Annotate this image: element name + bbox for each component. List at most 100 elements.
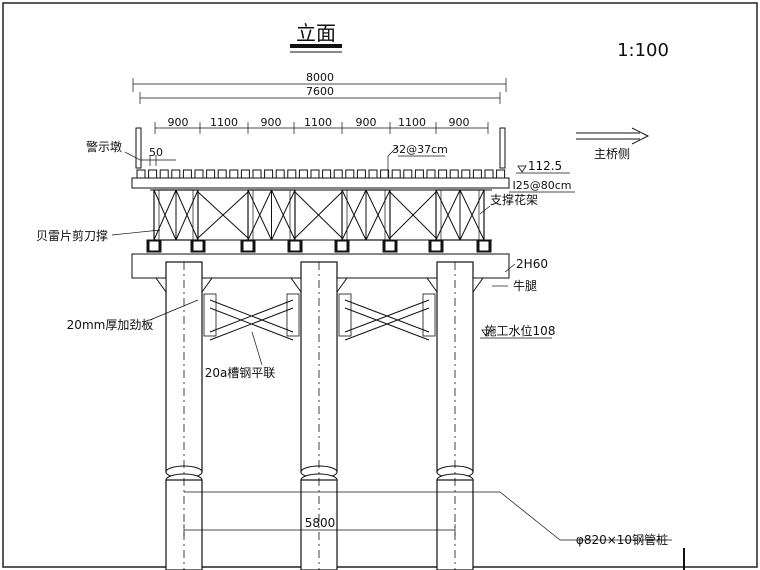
stiffener-plate: [203, 293, 217, 337]
span-dimensions: 900 1100 900 1100 900 1100 900: [154, 116, 489, 134]
channel-diagonal: [344, 299, 430, 333]
deck-beam: [496, 169, 506, 179]
deck-beam: [333, 169, 343, 179]
scissor-brace: [197, 191, 249, 239]
water-level-label: 施工水位108: [485, 323, 556, 338]
bearing-plate: [193, 241, 203, 251]
bearing-plate: [479, 241, 489, 251]
truss-diagonal: [341, 189, 367, 241]
bearing-plate: [385, 241, 395, 251]
deck-beam: [368, 169, 378, 179]
deck-beam: [206, 169, 216, 179]
truss-diagonal: [271, 189, 296, 241]
bearings: [146, 239, 492, 253]
channel-diagonal: [209, 307, 294, 341]
deck-beam: [217, 169, 227, 179]
deck-beam: [438, 169, 448, 179]
deck-beam: [484, 169, 494, 179]
deck-beam: [136, 169, 146, 179]
bracket: [155, 277, 167, 294]
span-dim-4: 1100: [304, 116, 332, 129]
truss-diagonal: [365, 189, 391, 241]
bearing-plate: [243, 241, 253, 251]
deck-beam: [414, 169, 424, 179]
deck-level-label: 112.5: [528, 159, 562, 173]
deck-beam: [171, 169, 181, 179]
i-beam-label: I25@80cm: [512, 179, 571, 192]
bearing-plate: [337, 241, 347, 251]
deck-beam: [252, 169, 262, 179]
warning-pier-left: [135, 127, 142, 169]
channel-diagonal: [344, 307, 430, 341]
truss-diagonal: [175, 189, 199, 241]
overall-dimension: 8000: [132, 71, 507, 92]
bailey-brace-label: 贝雷片剪刀撑: [36, 228, 108, 243]
deck-beam: [322, 169, 332, 179]
deck-beam: [449, 169, 459, 179]
offset-dim-label: 50: [149, 146, 163, 159]
scissor-brace: [294, 191, 343, 239]
drawing-title: 立面: [296, 21, 336, 45]
deck-beam: [391, 169, 401, 179]
water-level-mark: [480, 329, 552, 339]
scissor-brace: [389, 191, 437, 239]
deck-beam: [380, 169, 390, 179]
inner-dimension: 7600: [139, 85, 501, 104]
deck-beam: [356, 169, 366, 179]
deck-beam-label: 32@37cm: [392, 143, 448, 156]
bracket-label: 牛腿: [513, 278, 537, 293]
bearing-plate: [290, 241, 300, 251]
deck-beam: [275, 169, 285, 179]
pile-upper: [300, 261, 338, 473]
stiffener-label: 20mm厚加劲板: [67, 318, 154, 332]
truss-diagonal: [435, 189, 461, 241]
scale-label: 1:100: [617, 40, 669, 61]
stiffener-plate: [422, 293, 436, 337]
pile-spacing-dimension: 5800: [183, 516, 456, 536]
truss-diagonal: [153, 189, 177, 241]
deck-beam: [310, 169, 320, 179]
channel-bracing: [203, 293, 436, 341]
span-dim-6: 1100: [398, 116, 426, 129]
deck-beams: [136, 169, 506, 179]
bearing-plate: [149, 241, 159, 251]
span-dim-2: 1100: [210, 116, 238, 129]
deck-beam: [298, 169, 308, 179]
bracket: [336, 277, 348, 294]
deck-beam: [426, 169, 436, 179]
deck-beam: [240, 169, 250, 179]
stiffener-plate: [338, 293, 352, 337]
channel-brace-label: 20a槽钢平联: [205, 366, 276, 380]
cap-beam-label: 2H60: [516, 257, 548, 271]
deck-beam: [182, 169, 192, 179]
stiffener-plate: [286, 293, 300, 337]
warning-pier-right: [499, 127, 506, 169]
deck-beam: [287, 169, 297, 179]
span-dim-1: 900: [168, 116, 189, 129]
deck-beam: [345, 169, 355, 179]
brackets: [155, 277, 484, 294]
truss-diagonal: [247, 189, 272, 241]
pile-label: φ820×10钢管桩: [576, 532, 668, 547]
deck-beam: [264, 169, 274, 179]
truss-diagonal: [459, 189, 485, 241]
bracket: [426, 277, 438, 294]
bracing-frame-label: 支撑花架: [490, 192, 538, 207]
main-bridge-side-label: 主桥侧: [594, 147, 630, 161]
bracket: [290, 277, 302, 294]
bracket: [201, 277, 213, 294]
span-dim-3: 900: [261, 116, 282, 129]
channel-diagonal: [209, 299, 294, 333]
bailey-truss: [150, 189, 492, 241]
span-dim-5: 900: [356, 116, 377, 129]
deck-beam: [159, 169, 169, 179]
bracket: [472, 277, 484, 294]
overall-dim-label: 8000: [306, 71, 334, 84]
deck-beam: [148, 169, 158, 179]
deck-beam: [403, 169, 413, 179]
deck-level-mark: [516, 165, 570, 174]
pile-spacing-label: 5800: [305, 516, 336, 530]
warning-pier-label: 警示墩: [86, 139, 122, 154]
